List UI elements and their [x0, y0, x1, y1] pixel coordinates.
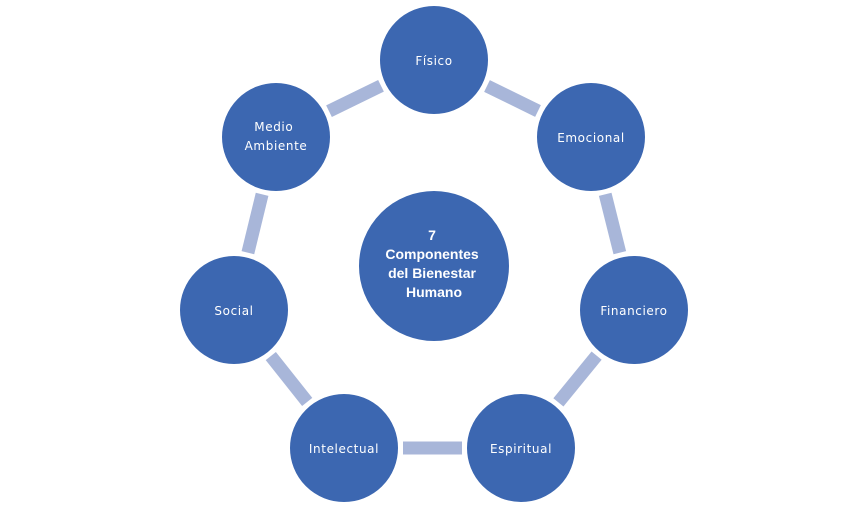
node-intelectual-circle: [288, 392, 400, 504]
center-circle: [357, 189, 511, 343]
node-espiritual-label: Espiritual: [490, 442, 552, 456]
node-financiero: Financiero: [578, 254, 690, 366]
connectors: [241, 79, 627, 455]
node-financiero-label-line-1: Financiero: [600, 304, 667, 318]
node-medio-ambiente-label-line-2: Ambiente: [245, 139, 308, 153]
center-label-line-1: 7: [428, 227, 436, 243]
node-financiero-circle: [578, 254, 690, 366]
connector-2: [598, 192, 627, 255]
node-intelectual: Intelectual: [288, 392, 400, 504]
node-fisico: Físico: [378, 4, 490, 116]
node-social-circle: [178, 254, 290, 366]
node-medio-ambiente-label: Medio Ambiente: [245, 120, 308, 153]
center-label-line-2: Componentes: [385, 246, 479, 262]
node-fisico-label: Físico: [415, 54, 452, 68]
node-espiritual-circle: [465, 392, 577, 504]
connector-5: [265, 352, 313, 406]
node-social-label: Social: [214, 304, 253, 318]
node-espiritual-label-line-1: Espiritual: [490, 442, 552, 456]
node-espiritual: Espiritual: [465, 392, 577, 504]
center-node: 7 Componentes del Bienestar Humano: [357, 189, 511, 343]
center-label-line-3: del Bienestar: [388, 265, 476, 281]
node-emocional-label-line-1: Emocional: [557, 131, 625, 145]
node-emocional: Emocional: [535, 81, 647, 193]
node-financiero-label: Financiero: [600, 304, 667, 318]
connector-6: [241, 192, 269, 255]
node-emocional-label: Emocional: [557, 131, 625, 145]
connector-7: [326, 79, 384, 118]
node-medio-ambiente-circle: [220, 81, 332, 193]
node-emocional-circle: [535, 81, 647, 193]
node-medio-ambiente: Medio Ambiente: [220, 81, 332, 193]
node-fisico-circle: [378, 4, 490, 116]
node-social-label-line-1: Social: [214, 304, 253, 318]
connector-1: [484, 80, 541, 117]
node-fisico-label-line-1: Físico: [415, 54, 452, 68]
node-intelectual-label: Intelectual: [309, 442, 379, 456]
node-intelectual-label-line-1: Intelectual: [309, 442, 379, 456]
center-label-line-4: Humano: [406, 284, 462, 300]
node-medio-ambiente-label-line-1: Medio: [254, 120, 293, 134]
node-social: Social: [178, 254, 290, 366]
center-label: 7 Componentes del Bienestar Humano: [385, 227, 482, 300]
connector-3: [553, 351, 602, 407]
